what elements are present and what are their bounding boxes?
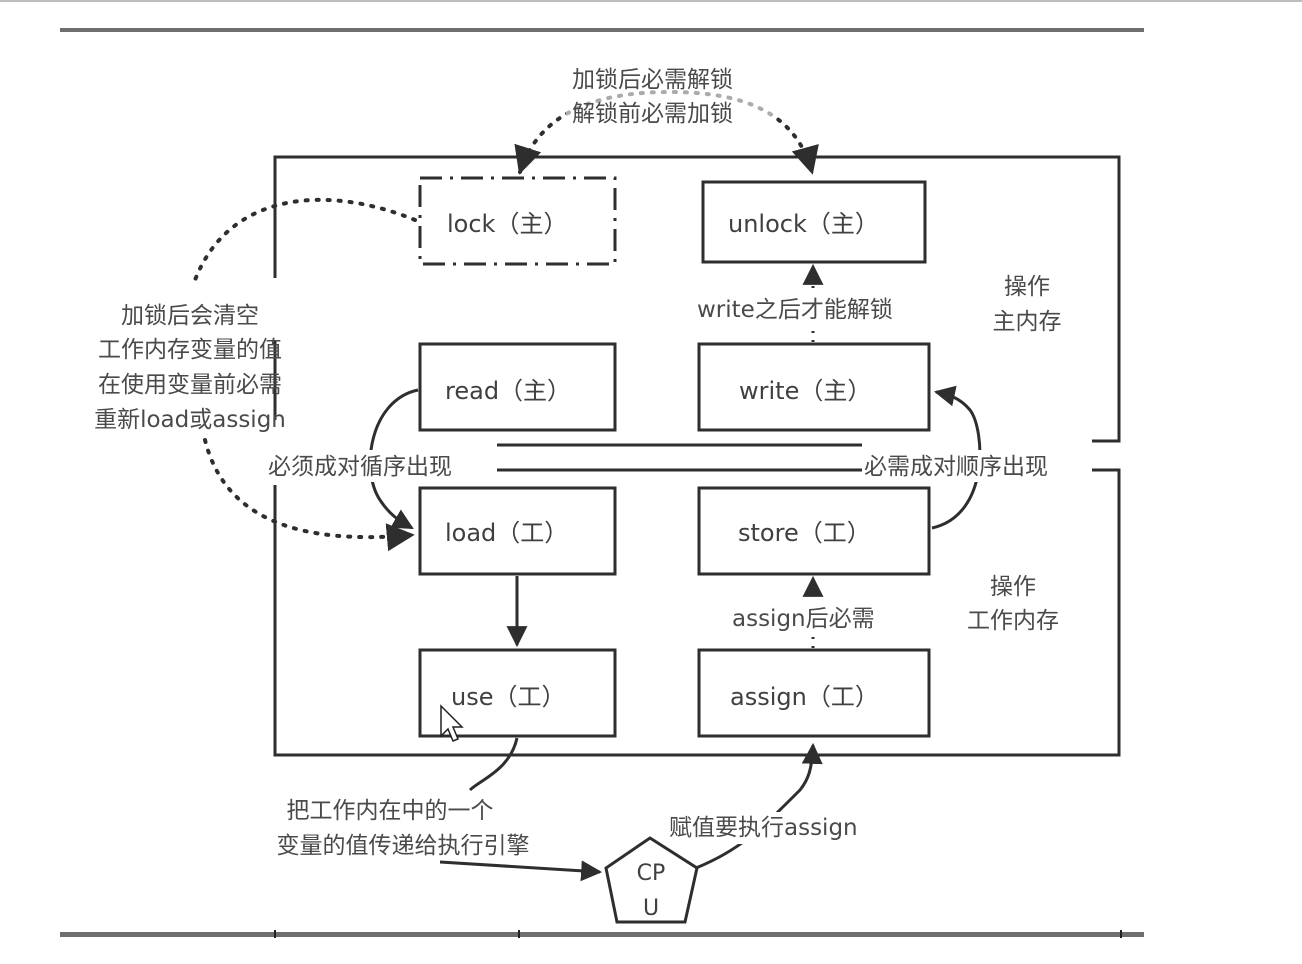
lock-label: lock（主） bbox=[447, 210, 567, 238]
assign-store-note: assign后必需 bbox=[732, 606, 875, 632]
write-box: write（主） bbox=[697, 342, 931, 432]
assign-box: assign（工） bbox=[697, 648, 931, 738]
window-top-border bbox=[0, 0, 1302, 2]
use-box: use（工） bbox=[418, 648, 617, 738]
mouse-cursor-icon bbox=[440, 704, 464, 742]
write-unlock-note: write之后才能解锁 bbox=[697, 297, 893, 323]
lock-box: lock（主） bbox=[418, 176, 617, 266]
use-cpu-curve bbox=[468, 737, 519, 792]
lock-clear-arc-bottom bbox=[203, 438, 415, 552]
load-box: load（工） bbox=[418, 486, 617, 576]
cpu-label-2: U bbox=[643, 896, 659, 921]
note-line: 加锁后会清空 bbox=[121, 303, 259, 329]
main-memory-label-1: 操作 bbox=[1004, 274, 1050, 300]
use-cpu-arrow bbox=[439, 860, 603, 882]
work-memory-label-2: 工作内存 bbox=[967, 608, 1059, 634]
cpu-node: CP U bbox=[604, 836, 699, 924]
read-box: read（主） bbox=[418, 342, 617, 432]
top-rule bbox=[60, 28, 1144, 32]
work-memory-frame bbox=[273, 468, 1121, 757]
assign-exec-note: 赋值要执行assign bbox=[669, 815, 858, 841]
bottom-rule bbox=[60, 932, 1144, 937]
unlock-label: unlock（主） bbox=[728, 210, 879, 238]
read-load-arrow bbox=[368, 388, 419, 530]
use-label: use（工） bbox=[451, 683, 565, 711]
cpu-assign-arrow bbox=[695, 742, 823, 870]
note-line: 在使用变量前必需 bbox=[98, 372, 282, 398]
store-label: store（工） bbox=[738, 519, 871, 547]
lock-unlock-arc bbox=[514, 89, 819, 175]
store-box: store（工） bbox=[697, 486, 931, 576]
title-bg bbox=[566, 60, 776, 132]
store-write-arrow bbox=[931, 385, 982, 530]
label-bg bbox=[862, 450, 1092, 482]
lock-clear-arc-top bbox=[193, 197, 417, 282]
rule-tick bbox=[518, 930, 520, 938]
main-memory-frame bbox=[273, 155, 1121, 443]
read-load-note: 必须成对循序出现 bbox=[268, 454, 452, 480]
rule-tick bbox=[1120, 930, 1122, 938]
cpu-label-1: CP bbox=[637, 861, 666, 886]
label-bg bbox=[728, 600, 904, 632]
lock-clears-note: 加锁后会清空 工作内存变量的值 在使用变量前必需 重新load或assign bbox=[94, 303, 286, 433]
lock-rule-line1: 加锁后必需解锁 bbox=[572, 67, 733, 93]
rule-tick bbox=[274, 930, 276, 938]
assign-label: assign（工） bbox=[730, 683, 879, 711]
note-line: 工作内存变量的值 bbox=[98, 337, 282, 363]
use-engine-note-2: 变量的值传递给执行引擎 bbox=[277, 833, 530, 859]
unlock-box: unlock（主） bbox=[701, 180, 927, 264]
lock-rule-line2: 解锁前必需加锁 bbox=[572, 101, 733, 127]
load-label: load（工） bbox=[445, 519, 568, 547]
work-memory-label-1: 操作 bbox=[990, 574, 1036, 600]
label-bg bbox=[666, 812, 898, 844]
read-label: read（主） bbox=[445, 377, 571, 405]
label-bg bbox=[695, 292, 935, 324]
use-engine-note-1: 把工作内在中的一个 bbox=[287, 798, 494, 824]
main-memory-label-2: 主内存 bbox=[993, 309, 1062, 335]
store-write-note: 必需成对顺序出现 bbox=[864, 454, 1048, 480]
label-bg bbox=[266, 450, 496, 482]
write-label: write（主） bbox=[739, 377, 871, 405]
note-line: 重新load或assign bbox=[94, 407, 286, 433]
